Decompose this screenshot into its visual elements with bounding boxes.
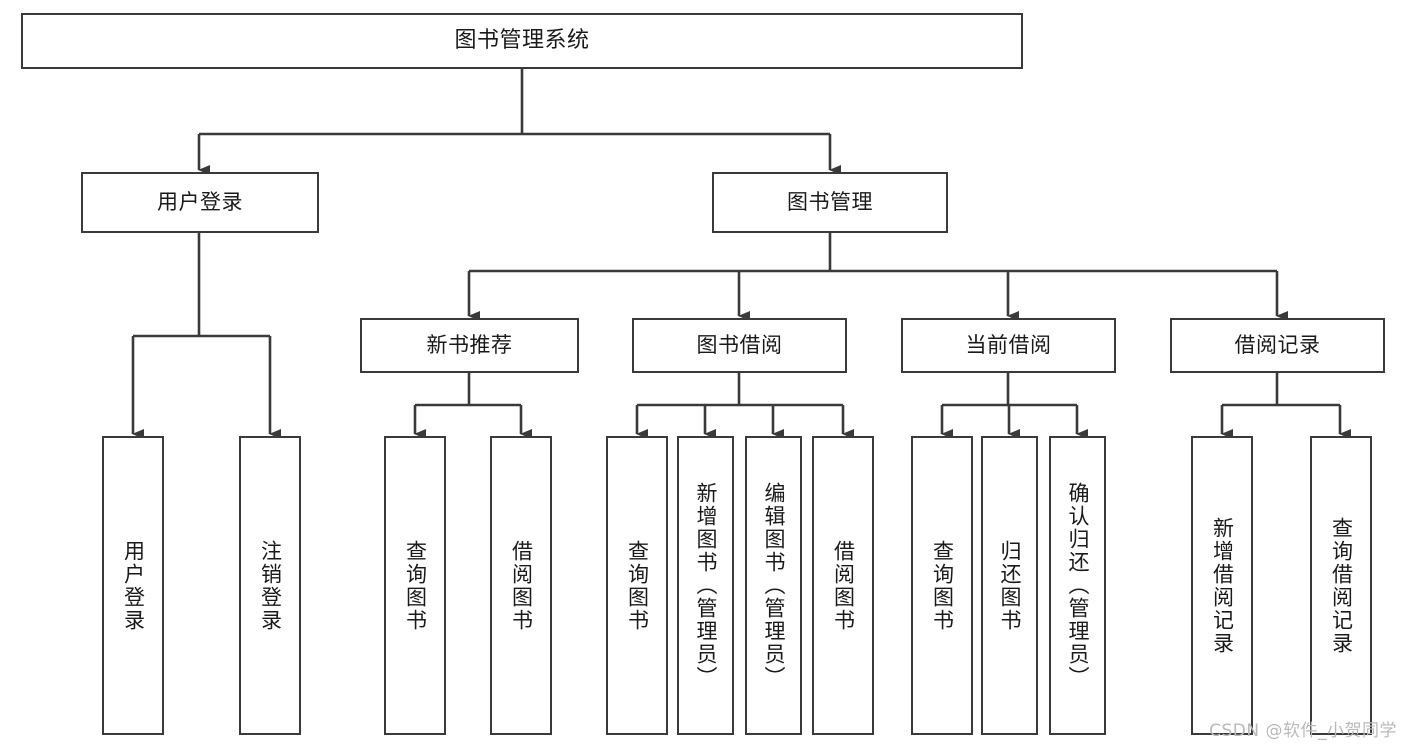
- leaf-query-book-recommend[interactable]: 查询图书: [384, 436, 446, 735]
- node-label: 用户登录: [157, 190, 243, 215]
- node-label: 新书推荐: [426, 333, 513, 358]
- leaf-return-book[interactable]: 归还图书: [981, 436, 1038, 735]
- leaf-edit-book-admin[interactable]: 编辑图书（管理员）: [745, 436, 802, 735]
- node-label: 查询图书: [625, 539, 650, 632]
- node-label: 图书管理系统: [454, 28, 590, 54]
- node-label: 新增图书（管理员）: [694, 482, 718, 689]
- node-label: 图书管理: [787, 190, 873, 215]
- node-new-book-recommend[interactable]: 新书推荐: [360, 318, 579, 373]
- node-label: 查询图书: [403, 539, 428, 632]
- node-current-borrow[interactable]: 当前借阅: [901, 318, 1116, 373]
- leaf-query-book-current[interactable]: 查询图书: [911, 436, 973, 735]
- leaf-query-borrow-record[interactable]: 查询借阅记录: [1310, 436, 1372, 735]
- leaf-borrow-book-recommend[interactable]: 借阅图书: [490, 436, 552, 735]
- leaf-borrow-book[interactable]: 借阅图书: [812, 436, 874, 735]
- node-label: 借阅图书: [831, 539, 856, 632]
- node-label: 查询图书: [930, 539, 955, 632]
- node-label: 新增借阅记录: [1210, 516, 1235, 655]
- leaf-user-login[interactable]: 用户登录: [102, 436, 164, 735]
- node-label: 归还图书: [998, 539, 1022, 632]
- node-label: 编辑图书（管理员）: [762, 482, 786, 689]
- node-label: 注销登录: [258, 539, 283, 632]
- node-book-borrow[interactable]: 图书借阅: [632, 318, 847, 373]
- node-label: 用户登录: [121, 539, 146, 632]
- watermark-text: CSDN @软件_小贺同学: [1209, 721, 1397, 741]
- leaf-query-book-borrow[interactable]: 查询图书: [606, 436, 668, 735]
- node-book-management[interactable]: 图书管理: [712, 172, 948, 233]
- node-user-login[interactable]: 用户登录: [81, 172, 319, 233]
- node-label: 借阅记录: [1234, 333, 1321, 358]
- node-system-root[interactable]: 图书管理系统: [21, 13, 1023, 69]
- node-borrow-record[interactable]: 借阅记录: [1170, 318, 1385, 373]
- leaf-add-book-admin[interactable]: 新增图书（管理员）: [677, 436, 734, 735]
- node-label: 查询借阅记录: [1329, 516, 1354, 655]
- node-label: 确认归还（管理员）: [1066, 482, 1090, 689]
- leaf-logout[interactable]: 注销登录: [239, 436, 301, 735]
- leaf-confirm-return-admin[interactable]: 确认归还（管理员）: [1049, 436, 1106, 735]
- node-label: 当前借阅: [965, 333, 1052, 358]
- node-label: 图书借阅: [696, 333, 783, 358]
- leaf-add-borrow-record[interactable]: 新增借阅记录: [1191, 436, 1253, 735]
- node-label: 借阅图书: [509, 539, 534, 632]
